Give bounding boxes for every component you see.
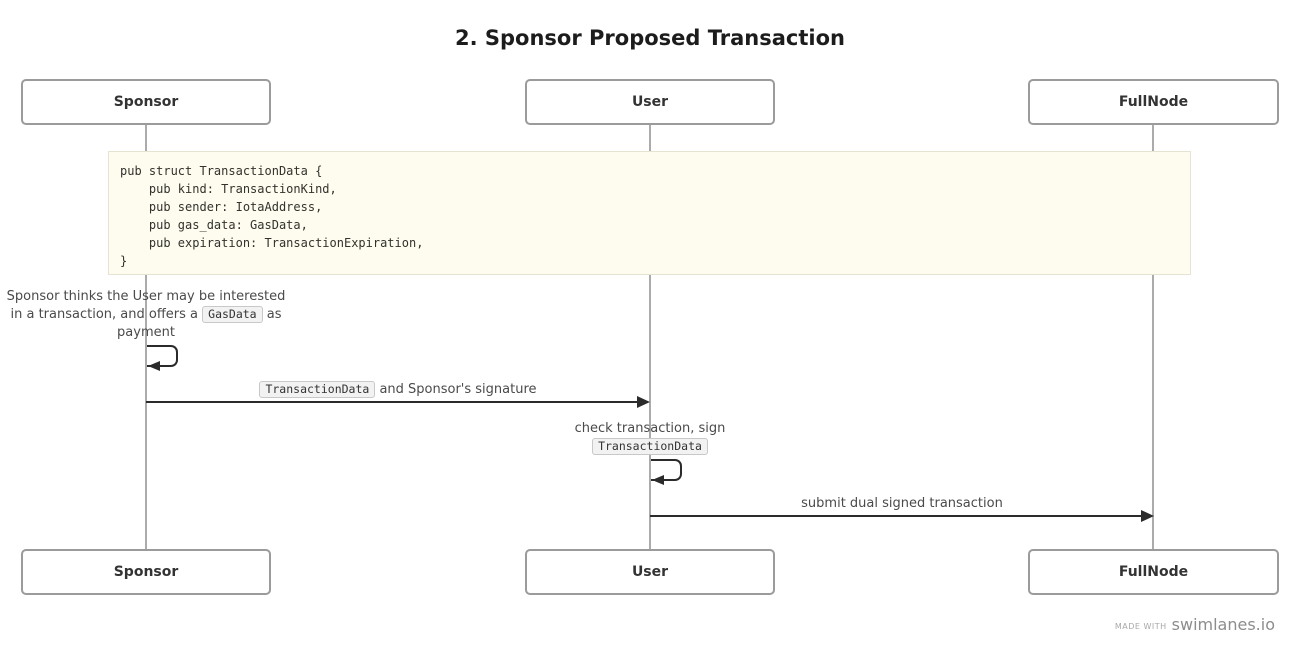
made-with-label: MADE WITH: [1114, 622, 1167, 631]
user-self-loop-arrowhead-icon: [652, 475, 664, 485]
message2-label: submit dual signed transaction: [801, 496, 1003, 511]
message1-label: TransactionData and Sponsor's signature: [198, 381, 598, 398]
actor-fullnode-top: FullNode: [1028, 79, 1279, 125]
message1-arrow-line: [146, 401, 640, 403]
note-sponsor-line1: Sponsor thinks the User may be intereste…: [6, 289, 286, 304]
message2-arrow-line: [650, 515, 1142, 517]
footer: MADE WITH swimlanes.io: [1115, 615, 1275, 634]
sponsor-self-loop-arrowhead-icon: [148, 361, 160, 371]
diagram-title: 2. Sponsor Proposed Transaction: [455, 26, 845, 50]
actor-label: FullNode: [1118, 564, 1189, 580]
actor-user-bottom: User: [525, 549, 775, 595]
note-user: check transaction, sign TransactionData: [550, 420, 750, 456]
note-user-line1: check transaction, sign: [574, 421, 726, 436]
actor-label: User: [631, 94, 669, 110]
note-sponsor-line2-prefix: in a transaction, and offers a: [10, 307, 203, 322]
sponsor-self-loop-arrow: [147, 345, 178, 367]
actor-label: Sponsor: [113, 564, 179, 580]
note-sponsor: Sponsor thinks the User may be intereste…: [6, 288, 286, 342]
note-sponsor-line3: payment: [117, 325, 175, 340]
lifeline-user: [649, 125, 651, 549]
lifeline-sponsor: [145, 125, 147, 549]
gasdata-code-chip: GasData: [202, 306, 263, 323]
swimlanes-brand-link[interactable]: swimlanes.io: [1171, 615, 1275, 634]
code-block-text: pub struct TransactionData { pub kind: T…: [120, 164, 424, 268]
user-self-loop-arrow: [651, 459, 682, 481]
transactiondata-code-chip: TransactionData: [259, 381, 376, 398]
message1-text: and Sponsor's signature: [375, 382, 537, 397]
code-block: pub struct TransactionData { pub kind: T…: [108, 151, 1191, 275]
actor-label: FullNode: [1118, 94, 1189, 110]
actor-fullnode-bottom: FullNode: [1028, 549, 1279, 595]
message1-arrowhead-icon: [637, 396, 650, 408]
actor-sponsor-top: Sponsor: [21, 79, 271, 125]
message2-arrowhead-icon: [1141, 510, 1154, 522]
actor-sponsor-bottom: Sponsor: [21, 549, 271, 595]
note-sponsor-line2-suffix: as: [262, 307, 282, 322]
actor-label: Sponsor: [113, 94, 179, 110]
actor-label: User: [631, 564, 669, 580]
transactiondata-code-chip: TransactionData: [592, 438, 708, 455]
lifeline-fullnode: [1152, 125, 1154, 549]
actor-user-top: User: [525, 79, 775, 125]
